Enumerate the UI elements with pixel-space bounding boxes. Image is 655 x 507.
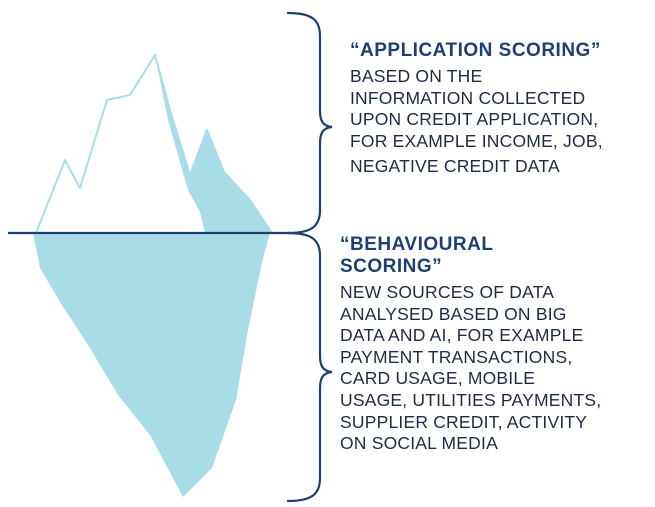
description-line: ON SOCIAL MEDIA [340, 433, 498, 454]
application-scoring-block: “APPLICATION SCORING” BASED ON THE INFOR… [350, 40, 603, 178]
application-scoring-heading: “APPLICATION SCORING” [350, 40, 601, 61]
description-line: NEGATIVE CREDIT DATA [350, 156, 560, 177]
description-line: UPON CREDIT APPLICATION, [350, 109, 599, 130]
description-line: DATA AND AI, FOR EXAMPLE [340, 325, 584, 346]
description-line: SUPPLIER CREDIT, ACTIVITY [340, 411, 588, 432]
behavioural-scoring-heading-line: “BEHAVIOURAL [340, 234, 494, 255]
iceberg-tip-shadow [155, 55, 272, 233]
top-brace [286, 11, 333, 235]
behavioural-scoring-heading-line: SCORING” [340, 256, 443, 277]
description-line: CARD USAGE, MOBILE [340, 368, 536, 389]
description-line: USAGE, UTILITIES PAYMENTS, [340, 389, 602, 410]
description-line: NEW SOURCES OF DATA [340, 282, 555, 302]
description-line: FOR EXAMPLE INCOME, JOB, [350, 130, 603, 151]
iceberg-underwater [33, 233, 270, 497]
bottom-brace [286, 231, 333, 503]
description-line: PAYMENT TRANSACTIONS, [340, 346, 573, 367]
description-line: INFORMATION COLLECTED [350, 87, 586, 108]
behavioural-scoring-block: “BEHAVIOURAL SCORING” NEW SOURCES OF DAT… [340, 234, 601, 455]
description-line: BASED ON THE [350, 66, 483, 86]
description-line: ANALYSED BASED ON BIG [340, 303, 567, 324]
application-scoring-description: BASED ON THE INFORMATION COLLECTED UPON … [350, 66, 603, 178]
behavioural-scoring-description: NEW SOURCES OF DATA ANALYSED BASED ON BI… [340, 282, 601, 455]
